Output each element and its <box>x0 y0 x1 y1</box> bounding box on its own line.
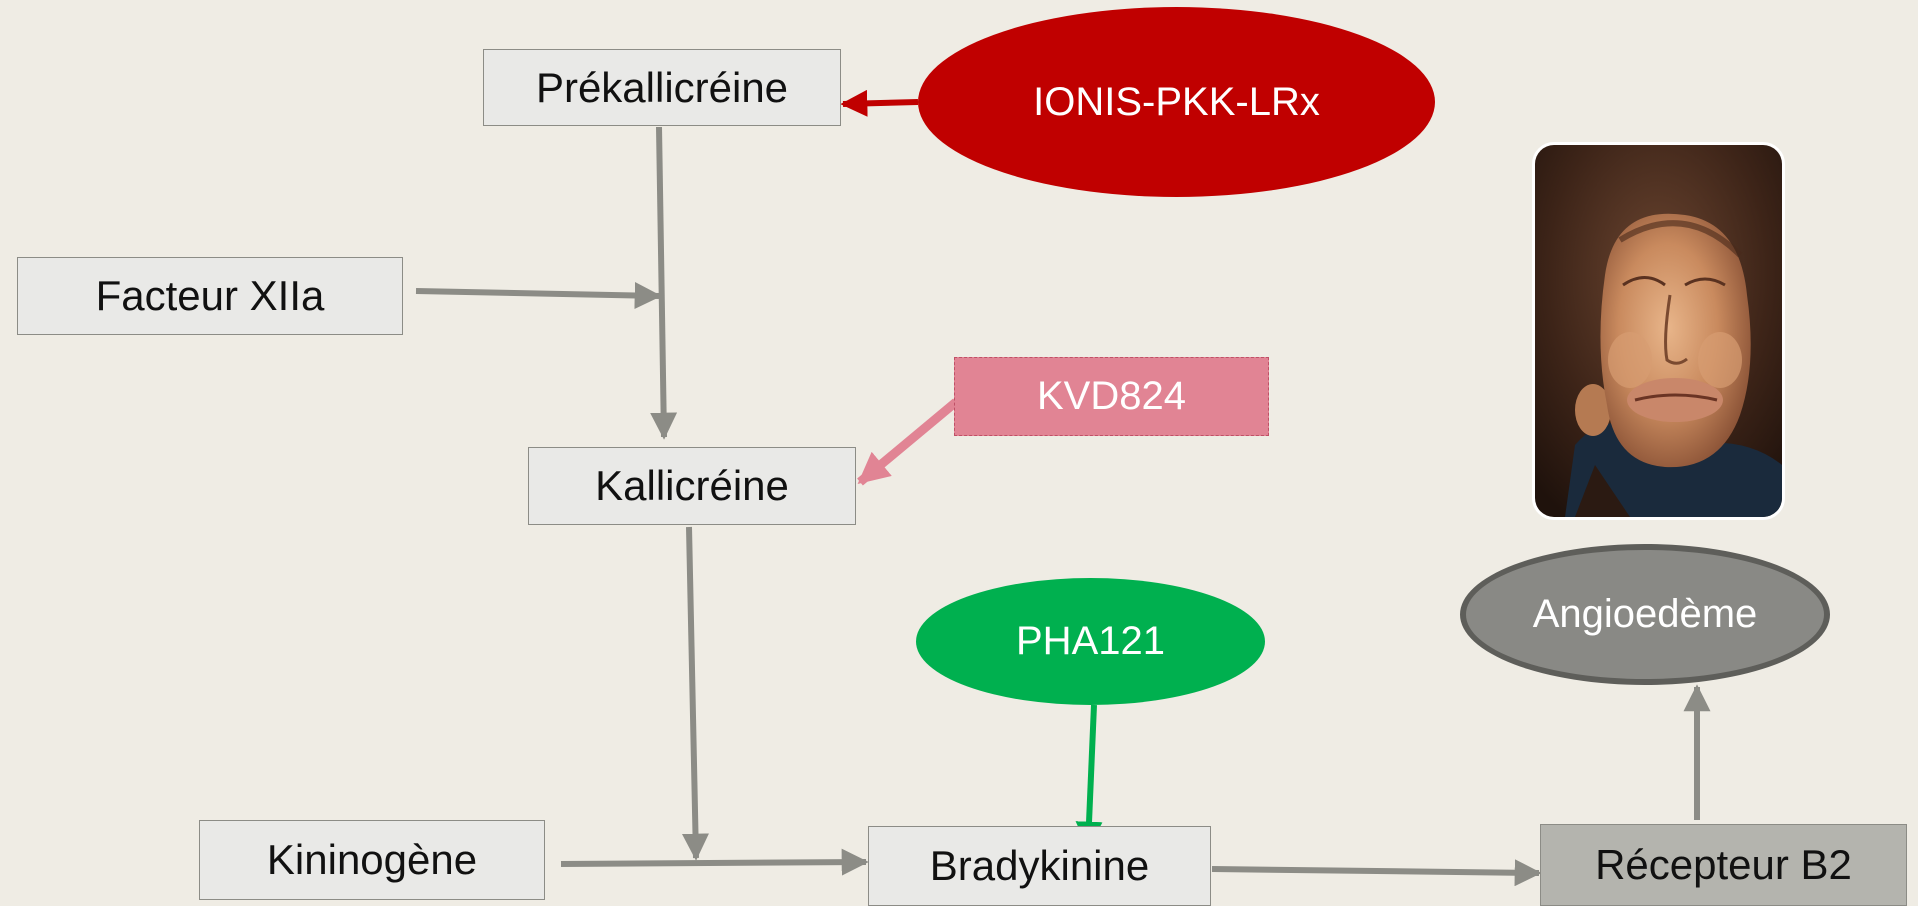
bradykinine-box: Bradykinine <box>868 826 1211 906</box>
angioedema-portrait-image <box>1532 142 1785 520</box>
recepteur-b2-box: Récepteur B2 <box>1540 824 1907 906</box>
arrow-kvd-inhibit <box>857 398 959 486</box>
arrow-kallicreine-down <box>681 526 709 861</box>
kallicreine-box: Kallicréine <box>528 447 856 525</box>
pha121-ellipse: PHA121 <box>916 578 1265 705</box>
arrow-pha-bradykinine <box>1075 704 1103 849</box>
facteur-xiia-box: Facteur XIIa <box>17 257 403 335</box>
kvd824-box: KVD824 <box>954 357 1269 436</box>
angioedeme-ellipse: Angioedème <box>1460 544 1830 685</box>
prekallicreine-box: Prékallicréine <box>483 49 841 126</box>
arrow-prekallicreine-kallicreine <box>650 126 678 440</box>
arrow-bradykinine-recepteur <box>1211 859 1542 887</box>
arrow-ionis-inhibit <box>840 89 919 117</box>
kininogene-box: Kininogène <box>199 820 545 900</box>
arrow-kininogene-bradykinine <box>560 848 869 876</box>
ionis-pkk-lrx-ellipse: IONIS-PKK-LRx <box>918 7 1435 197</box>
arrow-facteur-xiia <box>415 282 662 309</box>
